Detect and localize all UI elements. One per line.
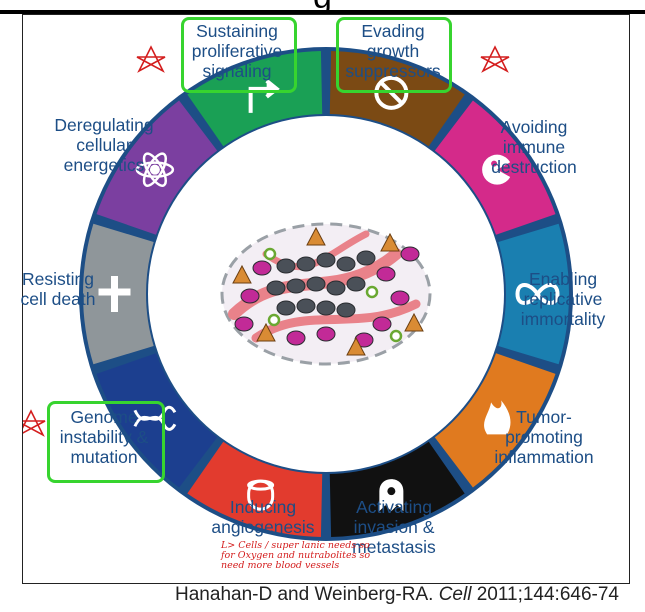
tumor-cell xyxy=(316,326,336,342)
fibroblast-cell xyxy=(346,336,366,356)
immune-cell xyxy=(263,247,277,261)
tumor-cell xyxy=(390,290,410,306)
tumor-cell xyxy=(306,276,326,292)
tumor-cell xyxy=(266,280,286,296)
annotation-star-left xyxy=(136,45,166,73)
fibroblast-cell xyxy=(380,232,400,252)
hallmarks-wheel xyxy=(23,45,573,541)
highlight-box-evading xyxy=(336,17,452,93)
immune-cell xyxy=(389,329,403,343)
infinity-icon xyxy=(515,283,560,305)
label-deregulating: Deregulating cellular energetics xyxy=(54,115,154,175)
citation-details: 2011;144:646-74 xyxy=(476,584,619,605)
flame-icon xyxy=(484,400,511,435)
tumor-cell xyxy=(252,260,272,276)
fibroblast-cell xyxy=(306,226,326,246)
highlight-box-genome xyxy=(47,401,165,483)
segment-enabling xyxy=(498,223,570,365)
tumor-cell xyxy=(376,266,396,282)
label-evading: Evading growth suppressors xyxy=(345,21,441,81)
tumor-cell xyxy=(296,298,316,314)
highlight-box-sustaining xyxy=(181,17,297,93)
immune-cell xyxy=(267,313,281,327)
label-activating: Activating invasion & metastasis xyxy=(352,497,436,557)
immune-cell xyxy=(365,285,379,299)
label-enabling: Enabling replicative immortality xyxy=(520,269,606,329)
tumor-cell xyxy=(316,300,336,316)
tumor-cell xyxy=(356,250,376,266)
atom-icon xyxy=(135,152,175,187)
title-rule xyxy=(0,10,645,14)
cross-icon xyxy=(98,276,131,312)
annotation-star-genome xyxy=(23,409,46,437)
tumor-cell xyxy=(346,276,366,292)
tumor-cell xyxy=(296,256,316,272)
label-tumor: Tumor- promoting inflammation xyxy=(494,407,594,467)
label-inducing: Inducing angiogenesis xyxy=(211,497,315,537)
citation-journal: Cell xyxy=(438,584,472,605)
fibroblast-cell xyxy=(232,264,252,284)
label-resisting: Resisting cell death xyxy=(20,269,96,309)
hallmarks-figure: Sustaining proliferative signaling Evadi… xyxy=(21,14,630,584)
tumor-cell xyxy=(286,330,306,346)
pacman-cell-icon xyxy=(482,154,514,185)
tumor-cell xyxy=(276,300,296,316)
segment-sustaining xyxy=(187,51,323,147)
tumor-cell xyxy=(240,288,260,304)
tumor-cell xyxy=(276,258,296,274)
tumor-cell xyxy=(234,316,254,332)
fibroblast-cell xyxy=(256,322,276,342)
citation-authors: Hanahan-D and Weinberg-RA. xyxy=(175,584,434,605)
tumor-cell xyxy=(336,302,356,318)
tumor-cell xyxy=(400,246,420,262)
citation: Hanahan-D and Weinberg-RA. Cell 2011;144… xyxy=(0,584,645,606)
annotation-star-right xyxy=(480,45,510,73)
tumor-cell xyxy=(336,256,356,272)
fibroblast-cell xyxy=(404,312,424,332)
tumor-cell xyxy=(316,252,336,268)
vessel-icon xyxy=(247,479,275,511)
ghost-cell-icon xyxy=(379,479,404,512)
label-sustaining: Sustaining proliferative signaling xyxy=(191,21,283,81)
blood-vessel xyxy=(251,299,421,343)
label-genome: Genome instability & mutation xyxy=(59,407,149,467)
tumor-cell xyxy=(286,278,306,294)
handwritten-note: L> Cells / super lanic needs so for Oxyg… xyxy=(221,540,371,571)
tumor-cell xyxy=(326,280,346,296)
tumor-cell xyxy=(372,316,392,332)
label-avoiding: Avoiding immune destruction xyxy=(491,117,577,177)
